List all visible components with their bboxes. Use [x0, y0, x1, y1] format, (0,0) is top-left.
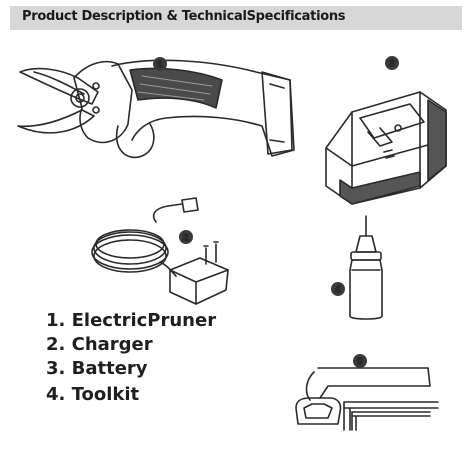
svg-text:1: 1 [157, 60, 163, 69]
callout-2-icon: 2 [179, 230, 193, 244]
electric-pruner-icon [17, 59, 295, 159]
svg-text:5: 5 [357, 357, 363, 366]
callout-1-icon: 1 [153, 57, 167, 71]
svg-text:3: 3 [389, 59, 395, 68]
svg-text:2: 2 [183, 233, 189, 242]
parts-list-item: 4. Toolkit [46, 384, 140, 405]
svg-text:4: 4 [335, 285, 341, 294]
callout-markers: 1 3 2 4 5 [153, 56, 399, 368]
battery-icon [325, 91, 447, 205]
oil-bottle-icon [349, 215, 383, 320]
hex-key-toolkit-icon [295, 367, 439, 431]
callout-4-icon: 4 [331, 282, 345, 296]
callout-3-icon: 3 [385, 56, 399, 70]
parts-list-item: 1. ElectricPruner [46, 310, 217, 331]
page-title: Product Description & TechnicalSpecifica… [22, 9, 346, 24]
callout-5-icon: 5 [353, 354, 367, 368]
charger-icon [91, 197, 229, 305]
header-bar: Product Description & TechnicalSpecifica… [10, 6, 462, 30]
parts-list-item: 3. Battery [46, 358, 148, 379]
parts-list-item: 2. Charger [46, 334, 153, 355]
parts-list: 1. ElectricPruner 2. Charger 3. Battery … [46, 309, 216, 407]
